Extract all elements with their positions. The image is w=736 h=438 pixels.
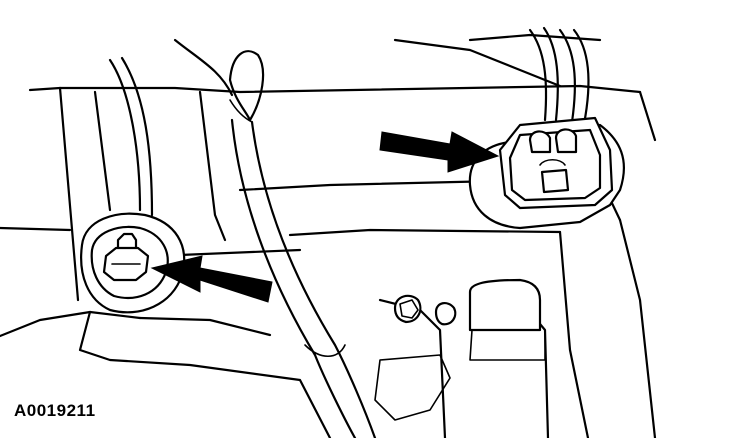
coolant-tube <box>173 38 377 438</box>
electrical-connector <box>468 26 625 230</box>
callout-arrow-ground-stud <box>150 255 273 303</box>
ground-stud-bracket <box>80 212 186 314</box>
callout-arrow-connector <box>379 131 500 173</box>
vacuum-hose-left <box>108 56 154 217</box>
sensor-housing <box>374 278 546 421</box>
figure-reference-code: A0019211 <box>14 401 96 420</box>
